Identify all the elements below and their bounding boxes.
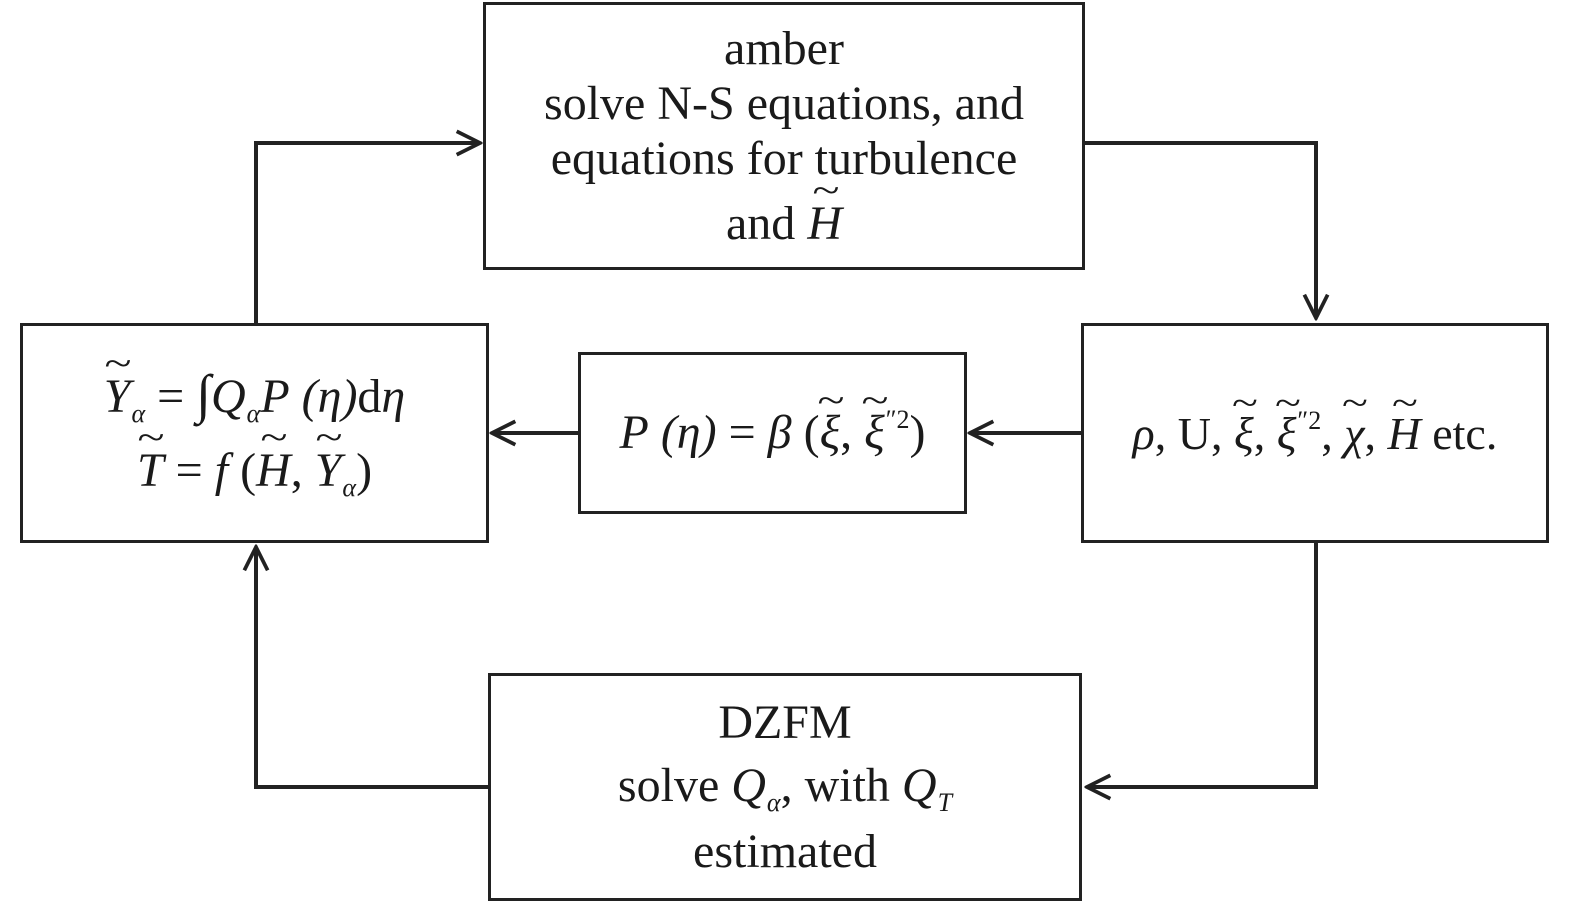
pdf-arg: (η)	[660, 406, 717, 460]
solver-title: amber	[724, 21, 844, 75]
var-sep-3: ,	[1253, 407, 1266, 459]
pdf-equation: P (η) = β (ξ, ξ″2)	[619, 405, 925, 460]
enthalpy-symbol: H	[807, 196, 842, 251]
arrow-right-to-bottom	[1087, 543, 1318, 787]
var-chi: χ	[1344, 408, 1364, 461]
species-temperature-box: Yα = ∫QαP (η)dη T = f (H, Yα)	[20, 323, 489, 543]
species-q: Q	[210, 370, 246, 424]
solver-line-4-text: and	[726, 197, 796, 251]
dzfm-solve: solve	[617, 759, 720, 813]
temperature-close: )	[356, 444, 373, 497]
pdf-equals: =	[728, 406, 756, 460]
arrow-left-to-top	[254, 143, 480, 323]
temperature-open: (	[240, 444, 257, 497]
var-sep-2: ,	[1210, 407, 1223, 459]
var-u: U	[1177, 407, 1211, 459]
species-arg: (η)	[301, 370, 358, 424]
var-h: H	[1387, 408, 1420, 461]
temperature-equals: =	[175, 444, 203, 497]
pdf-xi2-sup: ″2	[885, 405, 910, 435]
dzfm-q-alpha: Q	[731, 759, 766, 813]
temperature-comma: ,	[290, 444, 303, 497]
dzfm-q-alpha-sub: α	[766, 788, 781, 818]
var-rho: ρ	[1132, 407, 1155, 459]
dzfm-line-2: solve Qα, with QT	[618, 758, 952, 818]
species-y: Y	[104, 369, 131, 424]
dzfm-q-t: Q	[901, 759, 937, 813]
arrow-top-to-right	[1085, 141, 1316, 318]
pdf-close: )	[909, 406, 926, 460]
var-xi2-sup: ″2	[1297, 405, 1322, 435]
species-equals: =	[157, 370, 185, 424]
dzfm-box: DZFM solve Qα, with QT estimated	[488, 673, 1082, 901]
species-d: d	[357, 370, 382, 424]
temperature-y: Y	[315, 443, 342, 498]
pdf-open: (	[803, 406, 820, 460]
dzfm-line-3: estimated	[693, 824, 877, 878]
temperature-h: H	[256, 443, 291, 498]
flow-variables-box: ρ, U, ξ, ξ″2, χ, H etc.	[1081, 323, 1549, 543]
arrow-bottom-to-left	[256, 547, 488, 789]
var-xi: ξ	[1234, 408, 1254, 461]
pdf-xi2: ξ	[864, 405, 885, 460]
var-sep-4: ,	[1321, 407, 1333, 459]
species-p: P	[260, 370, 290, 424]
species-eta: η	[381, 370, 406, 424]
temperature-f: f	[214, 444, 229, 497]
solver-box: amber solve N-S equations, and equations…	[483, 2, 1085, 270]
dzfm-q-t-sub: T	[937, 788, 953, 818]
temperature-equation: T = f (H, Yα)	[137, 443, 372, 503]
dzfm-with: , with	[780, 759, 890, 813]
pdf-beta: β	[767, 406, 792, 460]
solver-line-4: and H	[726, 196, 842, 251]
var-sep-1: ,	[1154, 407, 1167, 459]
var-etc: etc.	[1432, 407, 1498, 459]
var-xi2: ξ	[1277, 408, 1297, 461]
solver-line-3: equations for turbulence	[550, 132, 1018, 185]
dzfm-title: DZFM	[718, 695, 852, 749]
var-sep-5: ,	[1364, 407, 1376, 459]
pdf-box: P (η) = β (ξ, ξ″2)	[578, 352, 967, 514]
temperature-t: T	[137, 443, 164, 498]
solver-line-2: solve N-S equations, and	[544, 76, 1024, 130]
integral-sign: ∫	[196, 364, 211, 425]
species-q-sub: α	[246, 399, 261, 429]
temperature-y-sub: α	[342, 473, 357, 502]
pdf-xi: ξ	[820, 405, 841, 460]
flow-variables-list: ρ, U, ξ, ξ″2, χ, H etc.	[1133, 406, 1498, 461]
pdf-p: P	[619, 406, 649, 460]
species-equation: Yα = ∫QαP (η)dη	[104, 363, 405, 429]
